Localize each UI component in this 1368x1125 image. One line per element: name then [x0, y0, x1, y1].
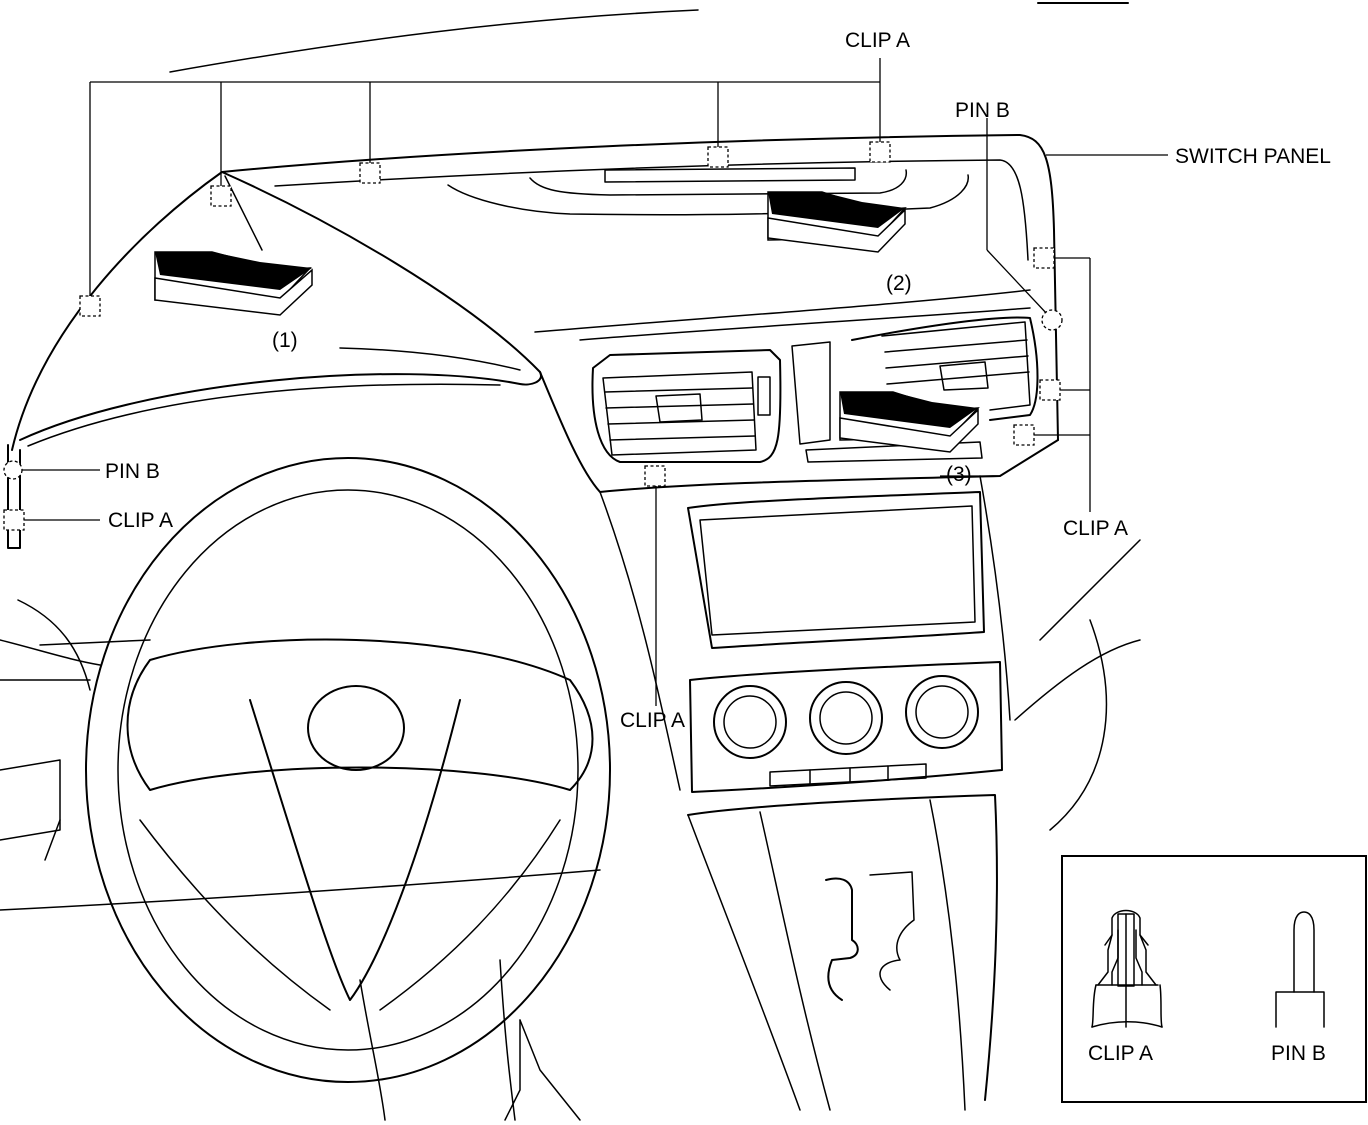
arrow-3-icon	[839, 391, 980, 453]
clip-a-marker	[210, 185, 232, 207]
leader-lines	[22, 58, 1168, 706]
clip-a-marker	[3, 509, 25, 531]
clip-a-marker	[1033, 247, 1055, 269]
callout-labels: CLIP A PIN B SWITCH PANEL CLIP A PIN B C…	[105, 29, 1331, 732]
step-2-label: (2)	[886, 272, 912, 295]
arrow-2-icon	[767, 191, 907, 253]
clip-a-label-left: CLIP A	[108, 509, 173, 532]
switch-panel-label: SWITCH PANEL	[1175, 145, 1331, 168]
legend-clip-a-label: CLIP A	[1088, 1042, 1153, 1065]
arrow-1-icon	[154, 251, 313, 316]
clip-a-label-right: CLIP A	[1063, 517, 1128, 540]
clip-a-marker	[644, 465, 666, 487]
clip-a-marker	[1013, 424, 1035, 446]
pin-b-label-left: PIN B	[105, 460, 160, 483]
clip-a-label-top: CLIP A	[845, 29, 910, 52]
clip-a-marker	[359, 162, 381, 184]
clip-a-marker	[707, 146, 729, 168]
dashboard-outline	[0, 2, 1141, 1121]
clip-markers	[3, 141, 1063, 531]
pin-b-marker	[1041, 309, 1063, 331]
clip-a-marker	[1039, 379, 1061, 401]
pin-b-label-right: PIN B	[955, 99, 1010, 122]
clip-a-legend-icon	[1091, 909, 1163, 1028]
pin-b-marker	[3, 460, 23, 480]
clip-a-marker	[869, 141, 891, 163]
legend-box: CLIP A PIN B	[1061, 855, 1367, 1103]
step-1-label: (1)	[272, 329, 298, 352]
pin-b-legend-icon	[1275, 911, 1325, 1028]
step-3-label: (3)	[946, 463, 972, 486]
clip-a-marker	[79, 295, 101, 317]
legend-pin-b-label: PIN B	[1271, 1042, 1326, 1065]
clip-a-label-lower: CLIP A	[620, 709, 685, 732]
